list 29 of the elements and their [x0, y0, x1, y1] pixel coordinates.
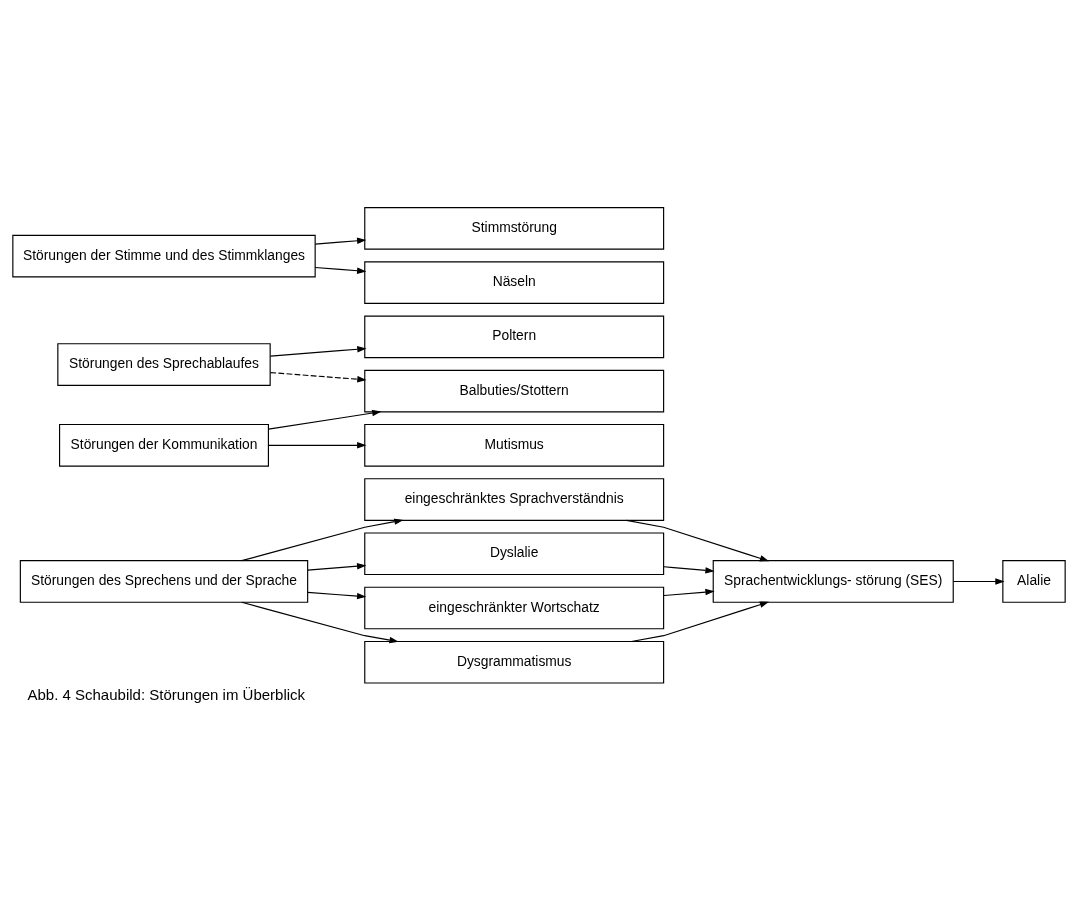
arrow [314, 237, 367, 245]
arrow [268, 441, 367, 449]
node-box: Dyslalie [364, 531, 665, 575]
node-box: Stimmstörung [364, 206, 665, 250]
caption: Abb. 4 Schaubild: Störungen im Überblick [27, 685, 306, 703]
arrow [268, 409, 382, 430]
arrow [241, 601, 399, 643]
node-box: Poltern [364, 315, 665, 358]
arrow [307, 562, 367, 571]
arrow [269, 371, 367, 382]
node-box: Alalie [1002, 559, 1066, 603]
node-box: Näseln [364, 260, 665, 304]
node-box: eingeschränkter Wortschatz [364, 586, 665, 629]
arrow [952, 577, 1005, 585]
node-box: Balbuties/Stottern [364, 369, 665, 412]
arrow [307, 591, 367, 599]
node-box: Sprachentwicklungs- störung (SES) [712, 559, 954, 603]
arrow [241, 518, 404, 561]
node-box: eingeschränktes Sprachverständnis [364, 477, 665, 521]
node-box: Mutismus [364, 423, 665, 467]
node-box: Störungen der Kommunikation [59, 423, 269, 467]
arrow [663, 588, 715, 596]
node-box: Dysgrammatismus [364, 640, 665, 684]
arrow [269, 345, 367, 357]
arrow [663, 565, 715, 574]
node-box: Störungen des Sprechens und der Sprache [19, 559, 309, 603]
arrow [314, 266, 367, 274]
node-box: Störungen der Stimme und des Stimmklanges [12, 234, 316, 277]
node-box: Störungen des Sprechablaufes [57, 342, 271, 386]
